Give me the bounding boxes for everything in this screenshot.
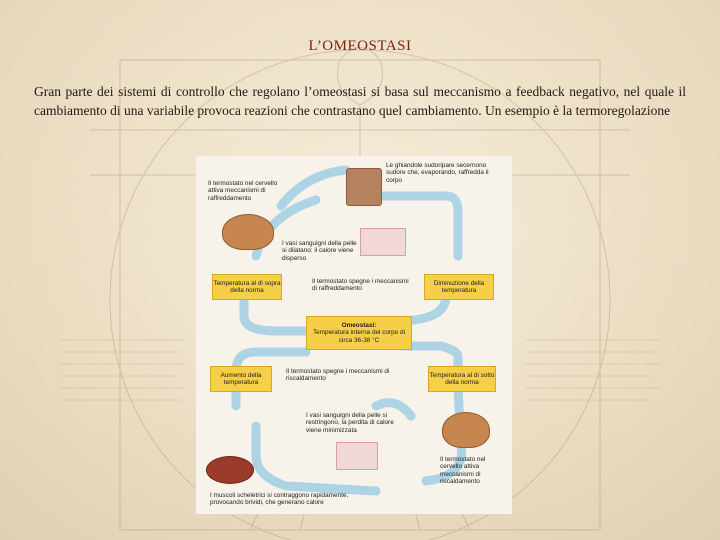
thermoregulation-diagram: Le ghiandole sudoripare secernono sudore…: [196, 156, 512, 514]
temp-above-norm-box: Temperatura al di sopra della norma: [212, 274, 282, 300]
skin-vessels-bottom-icon: [336, 442, 378, 470]
sweat-gland-label: Le ghiandole sudoripare secernono sudore…: [386, 162, 504, 184]
brain-top-label: Il termostato nel cervello attiva meccan…: [208, 180, 292, 202]
homeostasis-title: Omeostasi:: [342, 322, 377, 329]
brain-bottom-icon: [442, 412, 490, 448]
thermostat-off-heating-label: Il termostato spegne i meccanismi di ris…: [286, 368, 392, 383]
temp-increase-box: Aumento della temperatura: [210, 366, 272, 392]
brain-top-icon: [222, 214, 274, 250]
homeostasis-box: Omeostasi: Temperatura interna del corpo…: [306, 316, 412, 350]
muscle-image: [206, 456, 254, 484]
sweat-gland-image: [346, 168, 382, 206]
temp-below-norm-box: Temperatura al di sotto della norma: [428, 366, 496, 392]
homeostasis-text: Temperatura interna del corpo di circa 3…: [307, 329, 411, 344]
thermostat-off-cooling-label: Il termostato spegne i meccanismi di raf…: [312, 278, 412, 293]
vessels-constrict-label: I vasi sanguigni della pelle si restring…: [306, 412, 402, 434]
skin-vessels-top-icon: [360, 228, 406, 256]
brain-bottom-label: Il termostato nel cervello attiva meccan…: [440, 456, 506, 486]
page-title: L’OMEOSTASI: [0, 38, 720, 55]
temp-decrease-box: Diminuzione della temperatura: [424, 274, 494, 300]
vessels-dilate-label: I vasi sanguigni della pelle si dilatano…: [282, 240, 362, 262]
intro-paragraph: Gran parte dei sistemi di controllo che …: [34, 82, 686, 120]
shivering-label: I muscoli scheletrici si contraggono rap…: [210, 492, 370, 507]
